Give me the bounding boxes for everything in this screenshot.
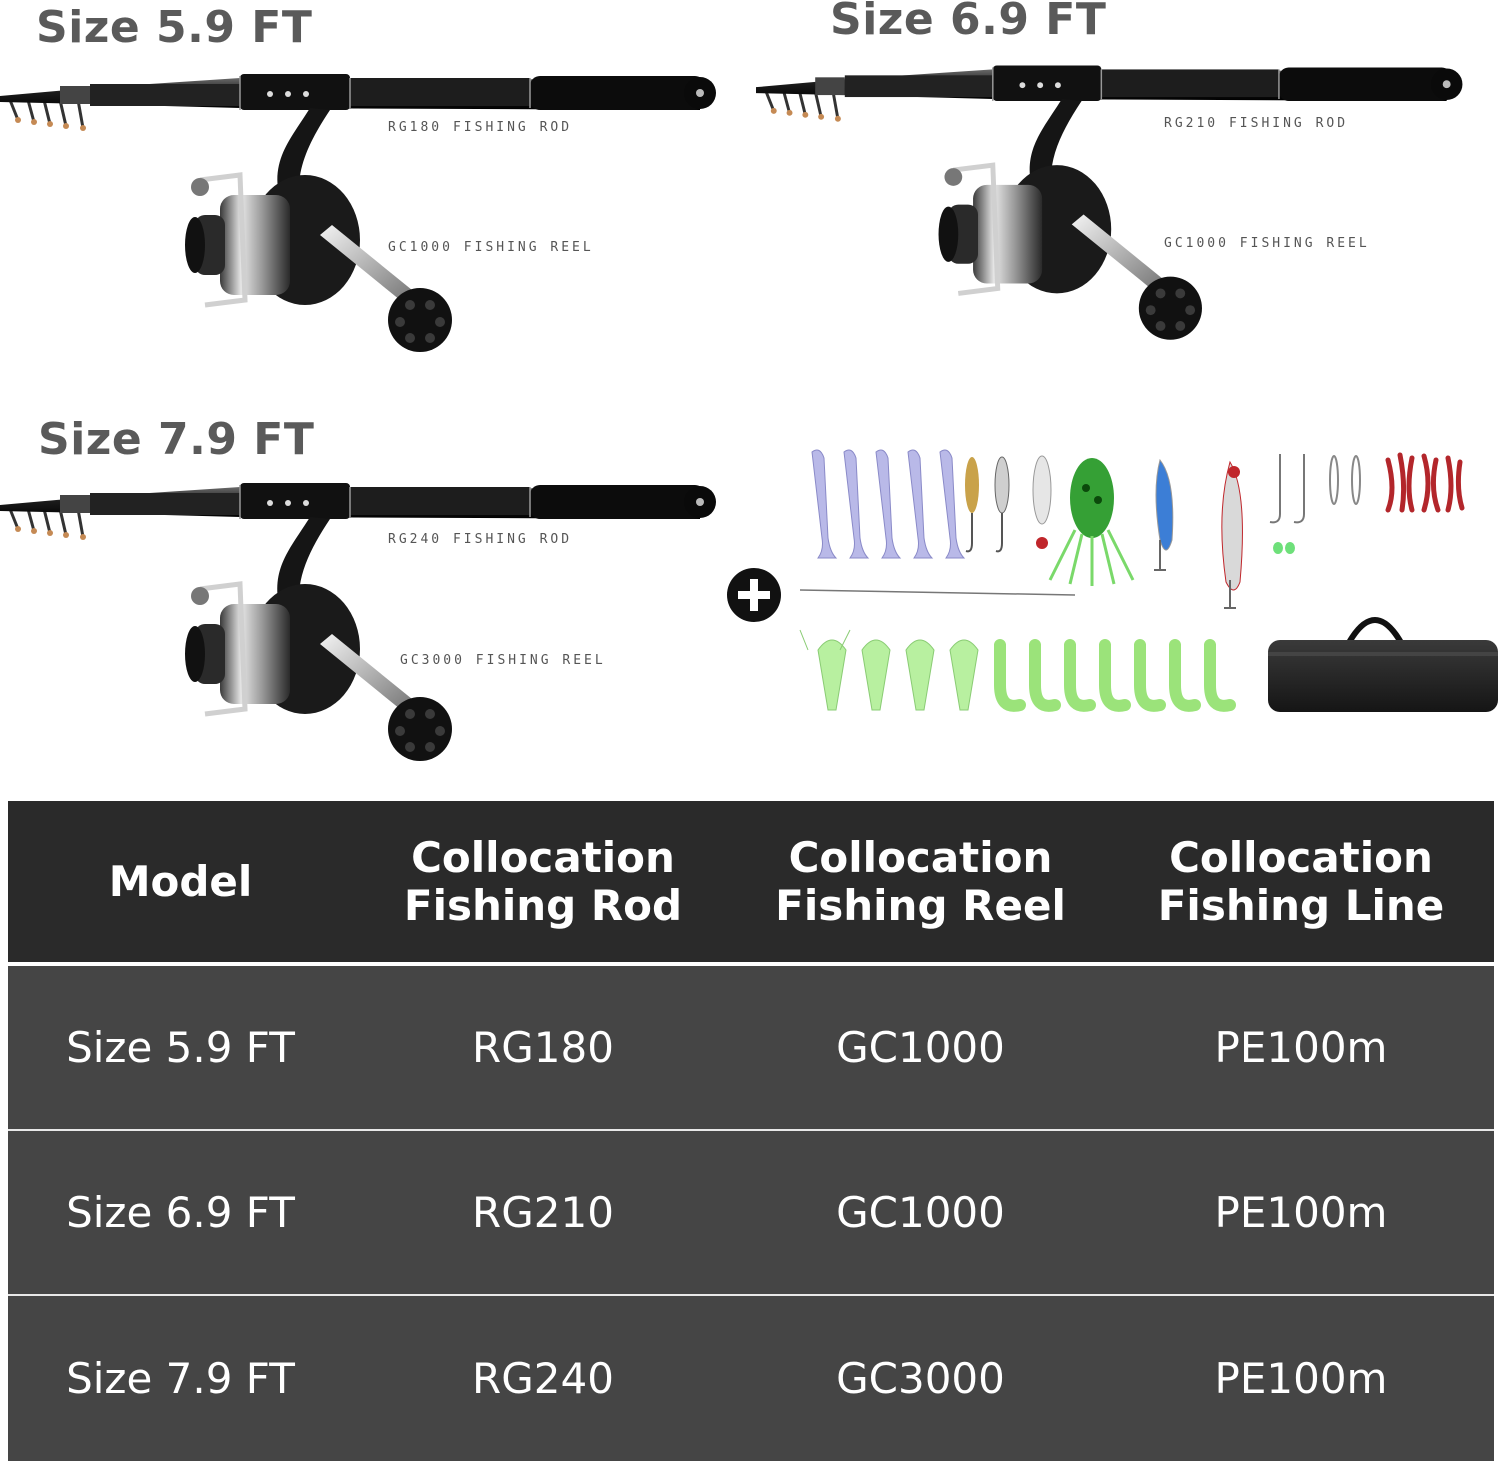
product-size-heading: Size 5.9 FT bbox=[36, 2, 313, 53]
hooks bbox=[1269, 454, 1305, 524]
table-row: Size 6.9 FT RG210 GC1000 PE100m bbox=[8, 1128, 1494, 1296]
reel-model-label: GC1000 FISHING REEL bbox=[1164, 236, 1370, 251]
header-line-line2: Fishing Line bbox=[1157, 880, 1445, 930]
cell-reel: GC1000 bbox=[733, 1128, 1108, 1296]
header-reel-line2: Fishing Reel bbox=[775, 880, 1066, 930]
cell-model: Size 6.9 FT bbox=[8, 1128, 353, 1296]
cell-reel: GC3000 bbox=[733, 1294, 1108, 1461]
cell-line: PE100m bbox=[1108, 1294, 1494, 1461]
header-model: Model bbox=[8, 801, 353, 967]
product-size-heading: Size 7.9 FT bbox=[38, 414, 315, 465]
rod-model-label: RG210 FISHING ROD bbox=[1164, 116, 1349, 131]
header-rod-line1: Collocation bbox=[411, 832, 675, 882]
product-size-heading: Size 6.9 FT bbox=[830, 0, 1107, 45]
minnow-crankbait bbox=[1154, 458, 1243, 609]
table-row: Size 5.9 FT RG180 GC1000 PE100m bbox=[8, 964, 1494, 1130]
rod-model-label: RG180 FISHING ROD bbox=[388, 120, 573, 135]
rod-model-label: RG240 FISHING ROD bbox=[388, 532, 573, 547]
fishing-rod-reel-combo-image bbox=[756, 0, 1496, 360]
reel-model-label: GC1000 FISHING REEL bbox=[388, 240, 594, 255]
fishing-rod-reel-combo-image bbox=[0, 0, 750, 370]
cell-line: PE100m bbox=[1108, 964, 1494, 1130]
crayfish-baits bbox=[799, 629, 979, 711]
cell-reel: GC1000 bbox=[733, 964, 1108, 1130]
red-worm-baits bbox=[1385, 452, 1465, 513]
table-header-row: Model Collocation Fishing Rod Collocatio… bbox=[8, 801, 1494, 967]
header-fishing-line: Collocation Fishing Line bbox=[1108, 801, 1494, 967]
cell-rod: RG240 bbox=[353, 1294, 733, 1461]
plus-icon bbox=[727, 568, 781, 622]
swivels bbox=[1329, 455, 1361, 505]
table-row: Size 7.9 FT RG240 GC3000 PE100m bbox=[8, 1294, 1494, 1461]
cell-model: Size 7.9 FT bbox=[8, 1294, 353, 1461]
rod-carry-bag bbox=[1268, 617, 1498, 712]
cell-rod: RG210 bbox=[353, 1128, 733, 1296]
soft-paddle-tail-bait bbox=[811, 449, 966, 559]
header-fishing-reel: Collocation Fishing Reel bbox=[733, 801, 1108, 967]
frog-lure bbox=[1048, 458, 1135, 586]
header-model-label: Model bbox=[108, 856, 253, 906]
cell-rod: RG180 bbox=[353, 964, 733, 1130]
spec-table: Model Collocation Fishing Rod Collocatio… bbox=[8, 801, 1494, 1461]
accessory-kit-image bbox=[799, 449, 1498, 712]
curly-tail-grubs bbox=[994, 639, 1236, 712]
header-fishing-rod: Collocation Fishing Rod bbox=[353, 801, 733, 967]
header-line-line1: Collocation bbox=[1169, 832, 1433, 882]
metal-spoon-lure bbox=[965, 455, 1052, 553]
fishing-rod-reel-combo-image bbox=[0, 404, 750, 784]
wire-leader bbox=[799, 589, 1076, 596]
cell-line: PE100m bbox=[1108, 1128, 1494, 1296]
header-reel-line1: Collocation bbox=[788, 832, 1053, 882]
cell-model: Size 5.9 FT bbox=[8, 964, 353, 1130]
reel-model-label: GC3000 FISHING REEL bbox=[400, 653, 606, 668]
header-rod-line2: Fishing Rod bbox=[403, 880, 683, 930]
